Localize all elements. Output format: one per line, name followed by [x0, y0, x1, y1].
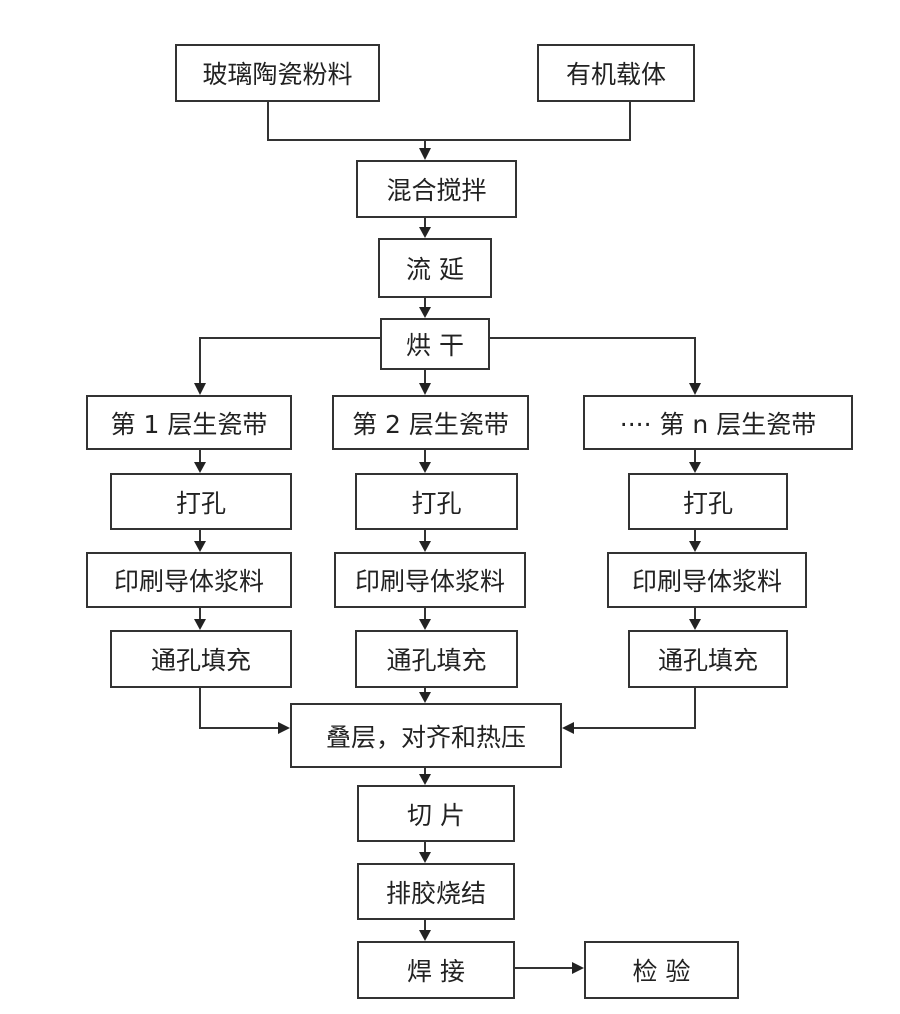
node-print-2: 印刷导体浆料 — [334, 552, 526, 608]
node-label: 印刷导体浆料 — [113, 567, 264, 596]
node-punch-2: 打孔 — [355, 473, 518, 530]
arrowhead — [419, 692, 431, 703]
arrowhead — [194, 383, 206, 395]
node-label: 通孔填充 — [386, 646, 487, 675]
node-fill-n: 通孔填充 — [628, 630, 788, 688]
arrowhead — [689, 619, 701, 630]
connector-drying-to-layer1 — [199, 337, 380, 385]
arrowhead — [562, 722, 574, 734]
connector-carrier-to-mixing — [425, 100, 631, 141]
node-layer-n: ···· 第 n 层生瓷带 — [583, 395, 853, 450]
node-punch-n: 打孔 — [628, 473, 788, 530]
node-label: 打孔 — [682, 488, 733, 518]
node-label: 通孔填充 — [657, 646, 758, 675]
connector-powder-to-mixing — [267, 100, 425, 141]
arrowhead — [419, 462, 431, 473]
arrowhead — [419, 148, 431, 160]
node-label: 印刷导体浆料 — [354, 567, 505, 596]
node-cutting: 切 片 — [357, 785, 515, 842]
node-sintering: 排胶烧结 — [357, 863, 515, 920]
connector-drying-to-layern — [490, 337, 696, 385]
node-label: 第 2 层生瓷带 — [352, 409, 509, 439]
node-casting: 流 延 — [378, 238, 492, 298]
node-label: 焊 接 — [407, 957, 465, 986]
node-welding: 焊 接 — [357, 941, 515, 999]
node-label: 排胶烧结 — [385, 878, 486, 908]
arrowhead — [419, 930, 431, 941]
node-glass-ceramic-powder: 玻璃陶瓷粉料 — [175, 44, 380, 102]
node-label: 混合搅拌 — [386, 176, 487, 205]
arrowhead — [194, 462, 206, 473]
node-label: 通孔填充 — [150, 646, 251, 675]
node-label: 叠层，对齐和热压 — [325, 722, 526, 752]
node-mixing: 混合搅拌 — [356, 160, 517, 218]
arrowhead — [419, 619, 431, 630]
node-fill-1: 通孔填充 — [110, 630, 292, 688]
node-label: 第 1 层生瓷带 — [110, 409, 268, 439]
arrowhead — [419, 383, 431, 395]
node-punch-1: 打孔 — [110, 473, 292, 530]
node-layer-1: 第 1 层生瓷带 — [86, 395, 292, 450]
arrowhead — [194, 619, 206, 630]
arrowhead — [419, 774, 431, 785]
arrowhead — [194, 541, 206, 552]
node-lamination: 叠层，对齐和热压 — [290, 703, 562, 768]
node-label: 流 延 — [406, 255, 464, 284]
node-label: 打孔 — [411, 488, 462, 518]
connector-fill1-to-lamination — [199, 688, 280, 729]
arrowhead — [689, 383, 701, 395]
arrowhead — [419, 541, 431, 552]
node-label: 烘 干 — [406, 331, 464, 360]
node-print-1: 印刷导体浆料 — [86, 552, 292, 608]
node-label: 打孔 — [175, 488, 226, 518]
node-print-n: 印刷导体浆料 — [607, 552, 807, 608]
node-inspection: 检 验 — [584, 941, 739, 999]
node-label: 印刷导体浆料 — [631, 567, 782, 596]
connector-filln-to-lamination — [572, 688, 696, 729]
node-layer-2: 第 2 层生瓷带 — [332, 395, 529, 450]
node-label: ···· 第 n 层生瓷带 — [619, 409, 817, 439]
arrowhead — [419, 852, 431, 863]
arrowhead — [572, 962, 584, 974]
arrowhead — [689, 462, 701, 473]
node-fill-2: 通孔填充 — [355, 630, 518, 688]
node-label: 有机载体 — [565, 60, 666, 89]
arrowhead — [278, 722, 290, 734]
arrowhead — [419, 307, 431, 318]
node-drying: 烘 干 — [380, 318, 490, 370]
arrowhead — [689, 541, 701, 552]
node-label: 玻璃陶瓷粉料 — [202, 60, 353, 89]
node-label: 检 验 — [632, 957, 691, 986]
arrowhead — [419, 227, 431, 238]
node-label: 切 片 — [407, 800, 465, 830]
node-organic-carrier: 有机载体 — [537, 44, 695, 102]
